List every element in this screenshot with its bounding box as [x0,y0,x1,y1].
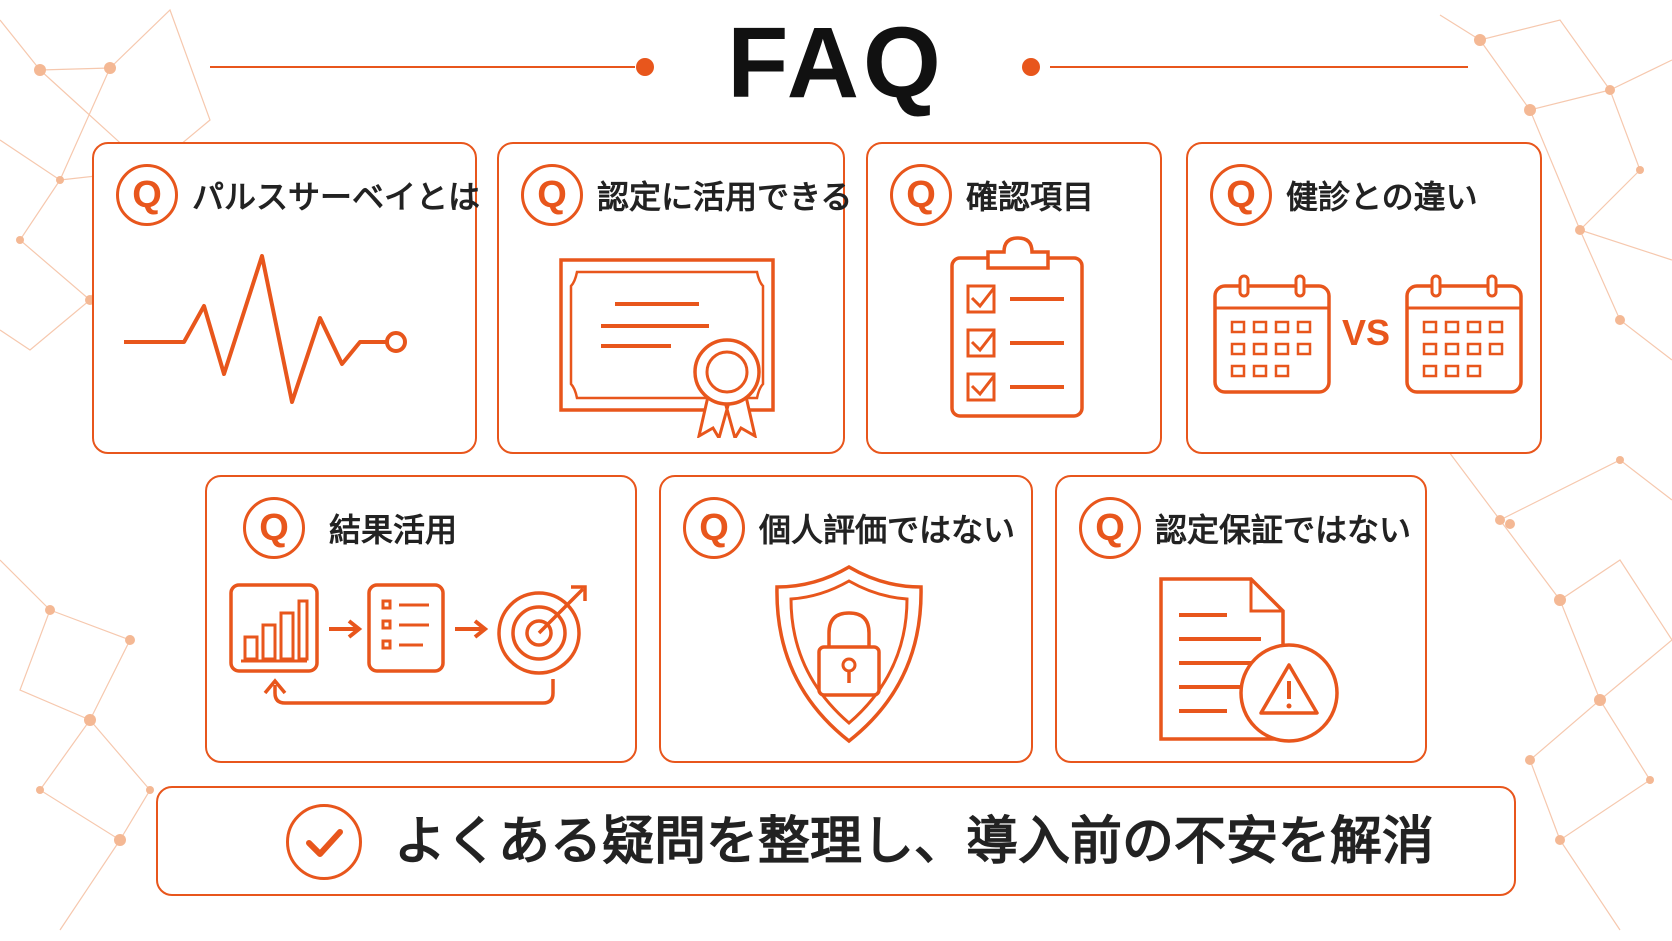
q-badge: Q [521,164,583,226]
summary-text: よくある疑問を整理し、導入前の不安を解消 [394,812,1435,872]
faq-card-checkup-difference[interactable]: Q 健診との違い VS [1186,142,1542,454]
card-label: パルスサーベイとは [192,178,481,216]
vs-label: VS [1342,312,1391,353]
card-label: 認定に活用できる [597,178,853,216]
faq-card-pulse-survey[interactable]: Q パルスサーベイとは [92,142,481,454]
title-left-dot [636,58,654,76]
calendar-icon-right [1405,274,1523,394]
card-label: 個人評価ではない [759,511,1016,549]
faq-card-check-items[interactable]: Q 確認項目 [866,142,1162,454]
card-label: 認定保証ではない [1155,511,1412,549]
faq-card-not-personal-evaluation[interactable]: Q 個人評価ではない [659,475,1033,763]
chart-list-target-cycle-icon [229,583,587,705]
card-label: 結果活用 [329,511,458,549]
q-badge: Q [116,164,178,226]
faq-card-result-usage[interactable]: Q 結果活用 [205,475,637,763]
shield-lock-icon [775,564,923,744]
card-label: 確認項目 [966,178,1095,216]
q-badge: Q [890,164,952,226]
page-title: FAQ [727,7,945,119]
faq-card-certification[interactable]: Q 認定に活用できる [497,142,852,454]
document-warning-icon [1159,577,1339,743]
q-badge: Q [683,497,745,559]
q-badge: Q [243,497,305,559]
title-right-line [1050,66,1468,68]
faq-card-not-certification-guarantee[interactable]: Q 認定保証ではない [1055,475,1427,763]
q-badge: Q [1210,164,1272,226]
heartbeat-line-icon [124,254,407,404]
card-label: 健診との違い [1286,178,1478,216]
certificate-icon [559,258,775,438]
title-left-line [210,66,635,68]
q-badge: Q [1079,497,1141,559]
calendar-icon-left [1213,274,1331,394]
title-right-dot [1022,58,1040,76]
clipboard-checklist-icon [950,236,1084,418]
summary-banner: よくある疑問を整理し、導入前の不安を解消 [156,786,1516,896]
check-icon [286,804,362,880]
